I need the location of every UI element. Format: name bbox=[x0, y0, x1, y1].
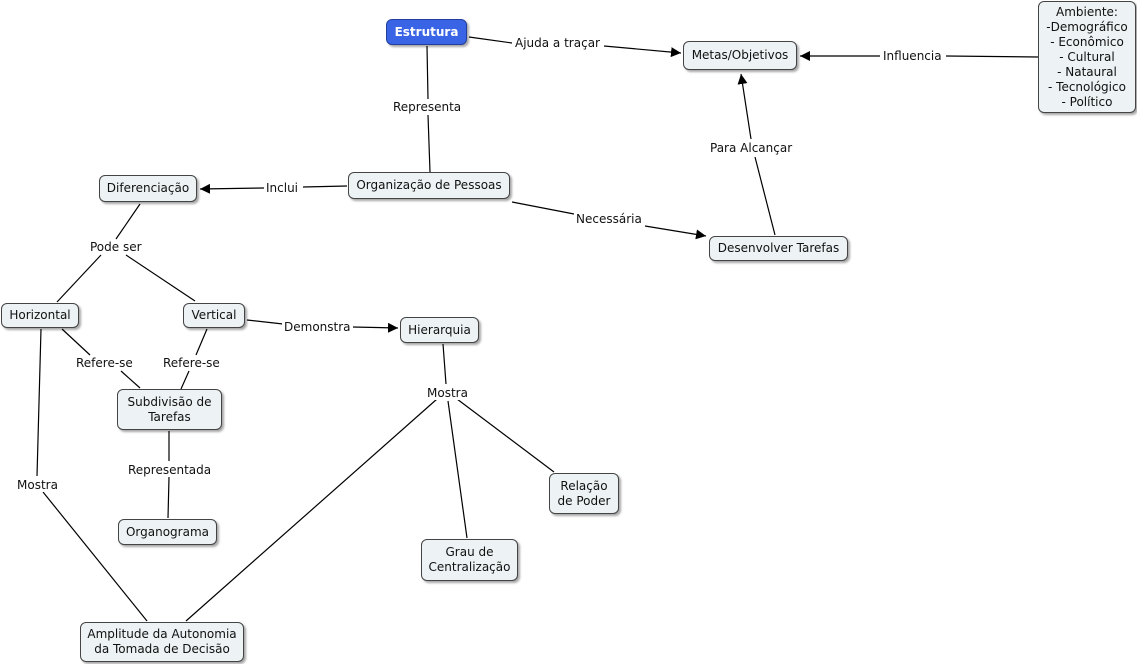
line-mostra-relacao bbox=[456, 398, 555, 473]
line-demonstra-hierarquia bbox=[351, 322, 399, 333]
link-label-necessaria: Necessária bbox=[574, 212, 644, 226]
concept-horizontal[interactable]: Horizontal bbox=[1, 303, 79, 328]
line-mostra-amplitude-h bbox=[185, 398, 438, 622]
concept-relacao[interactable]: Relação de Poder bbox=[549, 473, 619, 514]
line-mostra-amplitude bbox=[42, 491, 148, 622]
concept-vertical[interactable]: Vertical bbox=[183, 303, 245, 328]
concept-desenvolver[interactable]: Desenvolver Tarefas bbox=[709, 236, 848, 261]
line-alcancar-metas bbox=[737, 73, 752, 140]
link-label-influencia: Influencia bbox=[881, 49, 944, 63]
concept-grau[interactable]: Grau de Centralização bbox=[421, 539, 518, 581]
link-label-representa: Representa bbox=[391, 100, 464, 114]
concept-amplitude[interactable]: Amplitude da Autonomia da Tomada de Deci… bbox=[80, 622, 244, 662]
link-label-representada: Representada bbox=[126, 463, 214, 477]
line-estrutura-representa bbox=[426, 45, 429, 100]
line-mostra-grau bbox=[447, 400, 468, 539]
line-representa-organizacao bbox=[427, 114, 431, 173]
concept-ambiente[interactable]: Ambiente: -Demográfico - Econômico - Cul… bbox=[1038, 1, 1136, 113]
line-vertical-refere bbox=[195, 328, 208, 356]
line-representada-organograma bbox=[167, 476, 170, 519]
link-label-refere-horizontal: Refere-se bbox=[74, 356, 135, 370]
line-necessaria-desenvolver bbox=[644, 225, 707, 240]
link-label-inclui: Inclui bbox=[264, 181, 301, 195]
line-hierarquia-mostra bbox=[442, 343, 447, 385]
line-podeser-vertical bbox=[125, 254, 196, 302]
link-label-pode-ser: Pode ser bbox=[88, 240, 144, 254]
link-label-mostra-hierarquia: Mostra bbox=[425, 386, 470, 400]
line-diferenciacao-podeser bbox=[115, 203, 141, 240]
concept-subdivisao[interactable]: Subdivisão de Tarefas bbox=[117, 389, 222, 430]
concept-organograma[interactable]: Organograma bbox=[118, 519, 217, 545]
link-label-para-alcancar: Para Alcançar bbox=[708, 141, 795, 155]
line-organizacao-necessaria bbox=[511, 201, 575, 215]
line-estrutura-ajuda bbox=[468, 36, 513, 44]
link-label-mostra-left: Mostra bbox=[15, 478, 60, 492]
line-organizacao-inclui bbox=[302, 185, 348, 188]
line-desenvolver-alcancar bbox=[754, 156, 776, 236]
line-refere-subdivisao-h bbox=[120, 370, 141, 389]
link-label-refere-vertical: Refere-se bbox=[161, 356, 222, 370]
concept-hierarquia[interactable]: Hierarquia bbox=[400, 317, 479, 343]
concept-diferenciacao[interactable]: Diferenciação bbox=[99, 175, 197, 202]
line-vertical-demonstra bbox=[246, 319, 284, 325]
line-inclui-diferenciacao bbox=[199, 183, 265, 194]
line-horizontal-refere bbox=[61, 328, 91, 356]
concept-metas[interactable]: Metas/Objetivos bbox=[683, 41, 797, 70]
concept-estrutura[interactable]: Estrutura bbox=[386, 19, 467, 45]
line-refere-subdivisao-v bbox=[180, 370, 190, 390]
line-horizontal-mostra bbox=[36, 328, 42, 477]
link-label-ajuda: Ajuda a traçar bbox=[513, 36, 602, 50]
line-ajuda-metas bbox=[603, 45, 682, 58]
concept-organizacao[interactable]: Organização de Pessoas bbox=[348, 172, 510, 199]
link-label-demonstra: Demonstra bbox=[282, 320, 353, 334]
line-ambiente-influencia bbox=[945, 55, 1039, 58]
line-podeser-horizontal bbox=[56, 254, 102, 303]
